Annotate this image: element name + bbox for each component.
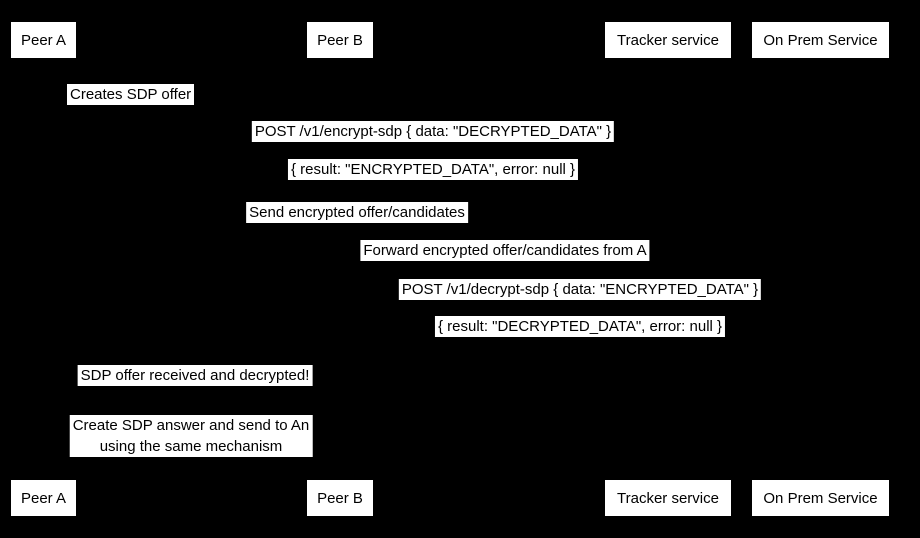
lifeline-peer-b — [340, 58, 341, 480]
actor-bottom-peer-b: Peer B — [307, 480, 373, 516]
actor-top-peer-b: Peer B — [307, 22, 373, 58]
message-create-sdp-answer-line1: Create SDP answer and send to An — [72, 417, 310, 434]
arrow-tracker-to-peer-b — [341, 264, 668, 265]
actor-bottom-tracker-service: Tracker service — [605, 480, 731, 516]
self-arrow-creates-sdp-offer — [44, 104, 63, 114]
actor-top-on-prem-service: On Prem Service — [752, 22, 889, 58]
message-forward-encrypted-offer: Forward encrypted offer/candidates from … — [360, 240, 650, 261]
arrow-on-prem-to-peer-a — [44, 183, 820, 184]
lifeline-tracker-service — [668, 58, 669, 480]
lifeline-peer-a — [43, 58, 44, 480]
message-post-encrypt-sdp: POST /v1/encrypt-sdp { data: "DECRYPTED_… — [251, 121, 615, 142]
message-create-sdp-answer: Create SDP answer and send to An using t… — [69, 415, 313, 457]
actor-bottom-on-prem-service: On Prem Service — [752, 480, 889, 516]
message-decrypt-result: { result: "DECRYPTED_DATA", error: null … — [434, 316, 726, 337]
message-create-sdp-answer-line2: using the same mechanism — [99, 438, 283, 455]
lifeline-on-prem-service — [820, 58, 821, 480]
arrow-peer-a-to-on-prem — [44, 145, 820, 146]
message-encrypt-result: { result: "ENCRYPTED_DATA", error: null … — [287, 159, 579, 180]
arrow-peer-b-to-peer-a — [44, 389, 340, 390]
actor-top-peer-a: Peer A — [11, 22, 76, 58]
message-offer-received: SDP offer received and decrypted! — [77, 365, 313, 386]
arrow-peer-b-to-on-prem — [341, 303, 820, 304]
actor-top-tracker-service: Tracker service — [605, 22, 731, 58]
message-post-decrypt-sdp: POST /v1/decrypt-sdp { data: "ENCRYPTED_… — [398, 279, 762, 300]
message-creates-sdp-offer: Creates SDP offer — [67, 84, 195, 105]
arrow-on-prem-to-peer-b — [341, 340, 820, 341]
arrow-peer-a-to-tracker — [44, 226, 668, 227]
actor-bottom-peer-a: Peer A — [11, 480, 76, 516]
message-send-encrypted-offer: Send encrypted offer/candidates — [246, 202, 468, 223]
